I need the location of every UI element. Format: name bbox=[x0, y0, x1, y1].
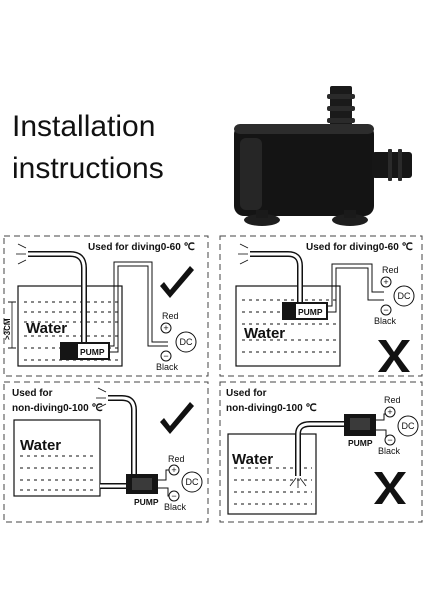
red-wire-label: Red bbox=[384, 395, 401, 405]
water-label: Water bbox=[244, 325, 285, 342]
black-wire-label: Black bbox=[164, 502, 187, 512]
title-line-installation: Installation bbox=[12, 110, 156, 143]
panel-caption-line-1: Used for bbox=[12, 388, 53, 399]
cross-mark-icon bbox=[378, 340, 410, 372]
panel-diving-correct: Used for diving0-60 ℃ Water >3CM PUMP DC… bbox=[3, 235, 209, 377]
water-label: Water bbox=[232, 451, 273, 468]
panel-non-diving-correct: Used for non-diving0-100 ℃ Water PUMP DC… bbox=[3, 381, 209, 523]
tank bbox=[235, 285, 341, 367]
dc-label: DC bbox=[186, 477, 199, 487]
red-wire-label: Red bbox=[168, 454, 185, 464]
black-wire-label: Black bbox=[374, 316, 397, 326]
pump-label: PUMP bbox=[348, 438, 373, 448]
minus-icon bbox=[384, 434, 396, 446]
svg-text:+: + bbox=[171, 465, 176, 475]
water-label: Water bbox=[20, 437, 61, 454]
cross-mark-icon bbox=[374, 472, 406, 504]
tank bbox=[17, 285, 123, 367]
svg-text:−: − bbox=[387, 435, 392, 445]
depth-label: >3CM bbox=[3, 318, 12, 340]
panel-border bbox=[219, 235, 423, 377]
check-mark-icon bbox=[160, 402, 194, 434]
tank bbox=[13, 419, 101, 497]
dc-label: DC bbox=[398, 291, 411, 301]
minus-icon bbox=[168, 490, 180, 502]
panel-caption: Used for diving0-60 ℃ bbox=[306, 242, 413, 253]
svg-text:−: − bbox=[163, 351, 168, 361]
plus-icon bbox=[160, 322, 172, 334]
svg-text:+: + bbox=[383, 277, 388, 287]
dc-power-icon bbox=[393, 285, 415, 307]
red-wire-label: Red bbox=[382, 265, 399, 275]
panel-caption-line-1: Used for bbox=[226, 388, 267, 399]
check-mark-icon bbox=[160, 266, 194, 298]
water-label: Water bbox=[26, 320, 67, 337]
panel-diving-wrong: Used for diving0-60 ℃ Water PUMP DC + − … bbox=[219, 235, 423, 377]
dc-power-icon bbox=[175, 331, 197, 353]
black-wire-label: Black bbox=[378, 446, 401, 456]
dc-label: DC bbox=[180, 337, 193, 347]
svg-text:+: + bbox=[387, 407, 392, 417]
panel-caption: Used for diving0-60 ℃ bbox=[88, 242, 195, 253]
pump-label: PUMP bbox=[298, 307, 323, 317]
panel-border bbox=[3, 381, 209, 523]
dc-power-icon bbox=[397, 415, 419, 437]
minus-icon bbox=[160, 350, 172, 362]
panel-border bbox=[219, 381, 423, 523]
panel-border bbox=[3, 235, 209, 377]
tank bbox=[227, 433, 317, 515]
pump-label: PUMP bbox=[134, 497, 159, 507]
panel-caption-line-2: non-diving0-100 ℃ bbox=[226, 403, 317, 414]
dc-power-icon bbox=[181, 471, 203, 493]
panel-non-diving-wrong: Used for non-diving0-100 ℃ Water PUMP DC… bbox=[219, 381, 423, 523]
svg-text:+: + bbox=[163, 323, 168, 333]
title-line-instructions: instructions bbox=[12, 152, 164, 185]
red-wire-label: Red bbox=[162, 311, 179, 321]
black-wire-label: Black bbox=[156, 362, 179, 372]
dc-label: DC bbox=[402, 421, 415, 431]
pump-product-photo bbox=[234, 86, 412, 226]
plus-icon bbox=[168, 464, 180, 476]
minus-icon bbox=[380, 304, 392, 316]
svg-text:−: − bbox=[171, 491, 176, 501]
plus-icon bbox=[380, 276, 392, 288]
svg-text:−: − bbox=[383, 305, 388, 315]
panel-caption-line-2: non-diving0-100 ℃ bbox=[12, 403, 103, 414]
pump-label: PUMP bbox=[80, 347, 105, 357]
plus-icon bbox=[384, 406, 396, 418]
